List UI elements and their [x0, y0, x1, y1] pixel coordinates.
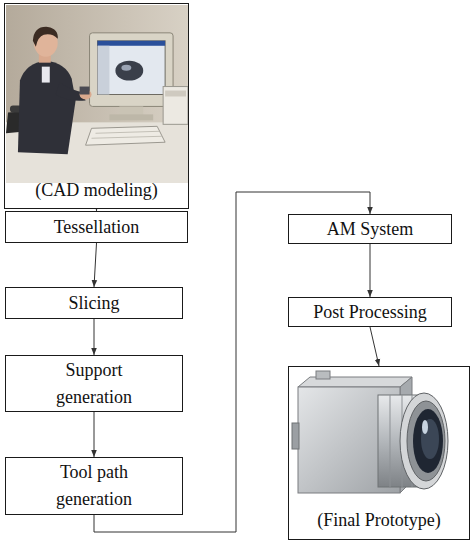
- step-label: Support generation: [44, 357, 144, 411]
- step-label: Tessellation: [54, 214, 140, 241]
- cad-photo: [6, 5, 188, 183]
- process-box: Tool path generation: [5, 457, 183, 515]
- printer: [163, 87, 188, 125]
- step-label: AM System: [327, 216, 414, 243]
- process-box: Post Processing: [288, 297, 452, 327]
- process-box: AM System: [288, 214, 452, 244]
- flow-arrow: [94, 243, 97, 287]
- step-label: Post Processing: [313, 299, 427, 326]
- camera-prototype: [290, 369, 468, 509]
- flow-arrow: [94, 412, 95, 457]
- process-box: Support generation: [5, 355, 183, 412]
- keyboard: [86, 126, 166, 145]
- flow-arrow: [370, 327, 379, 366]
- process-box: Tessellation: [5, 211, 188, 243]
- wall: [6, 5, 188, 183]
- flow-arrow: [94, 319, 95, 355]
- step-label: Slicing: [68, 290, 119, 317]
- flow-arrow: [370, 244, 371, 297]
- step-label: (Final Prototype): [317, 507, 441, 534]
- monitor: [90, 33, 174, 121]
- step-label: Tool path generation: [44, 459, 144, 513]
- person: [18, 27, 92, 154]
- process-box: Slicing: [5, 287, 183, 319]
- camera-lens: [378, 393, 448, 489]
